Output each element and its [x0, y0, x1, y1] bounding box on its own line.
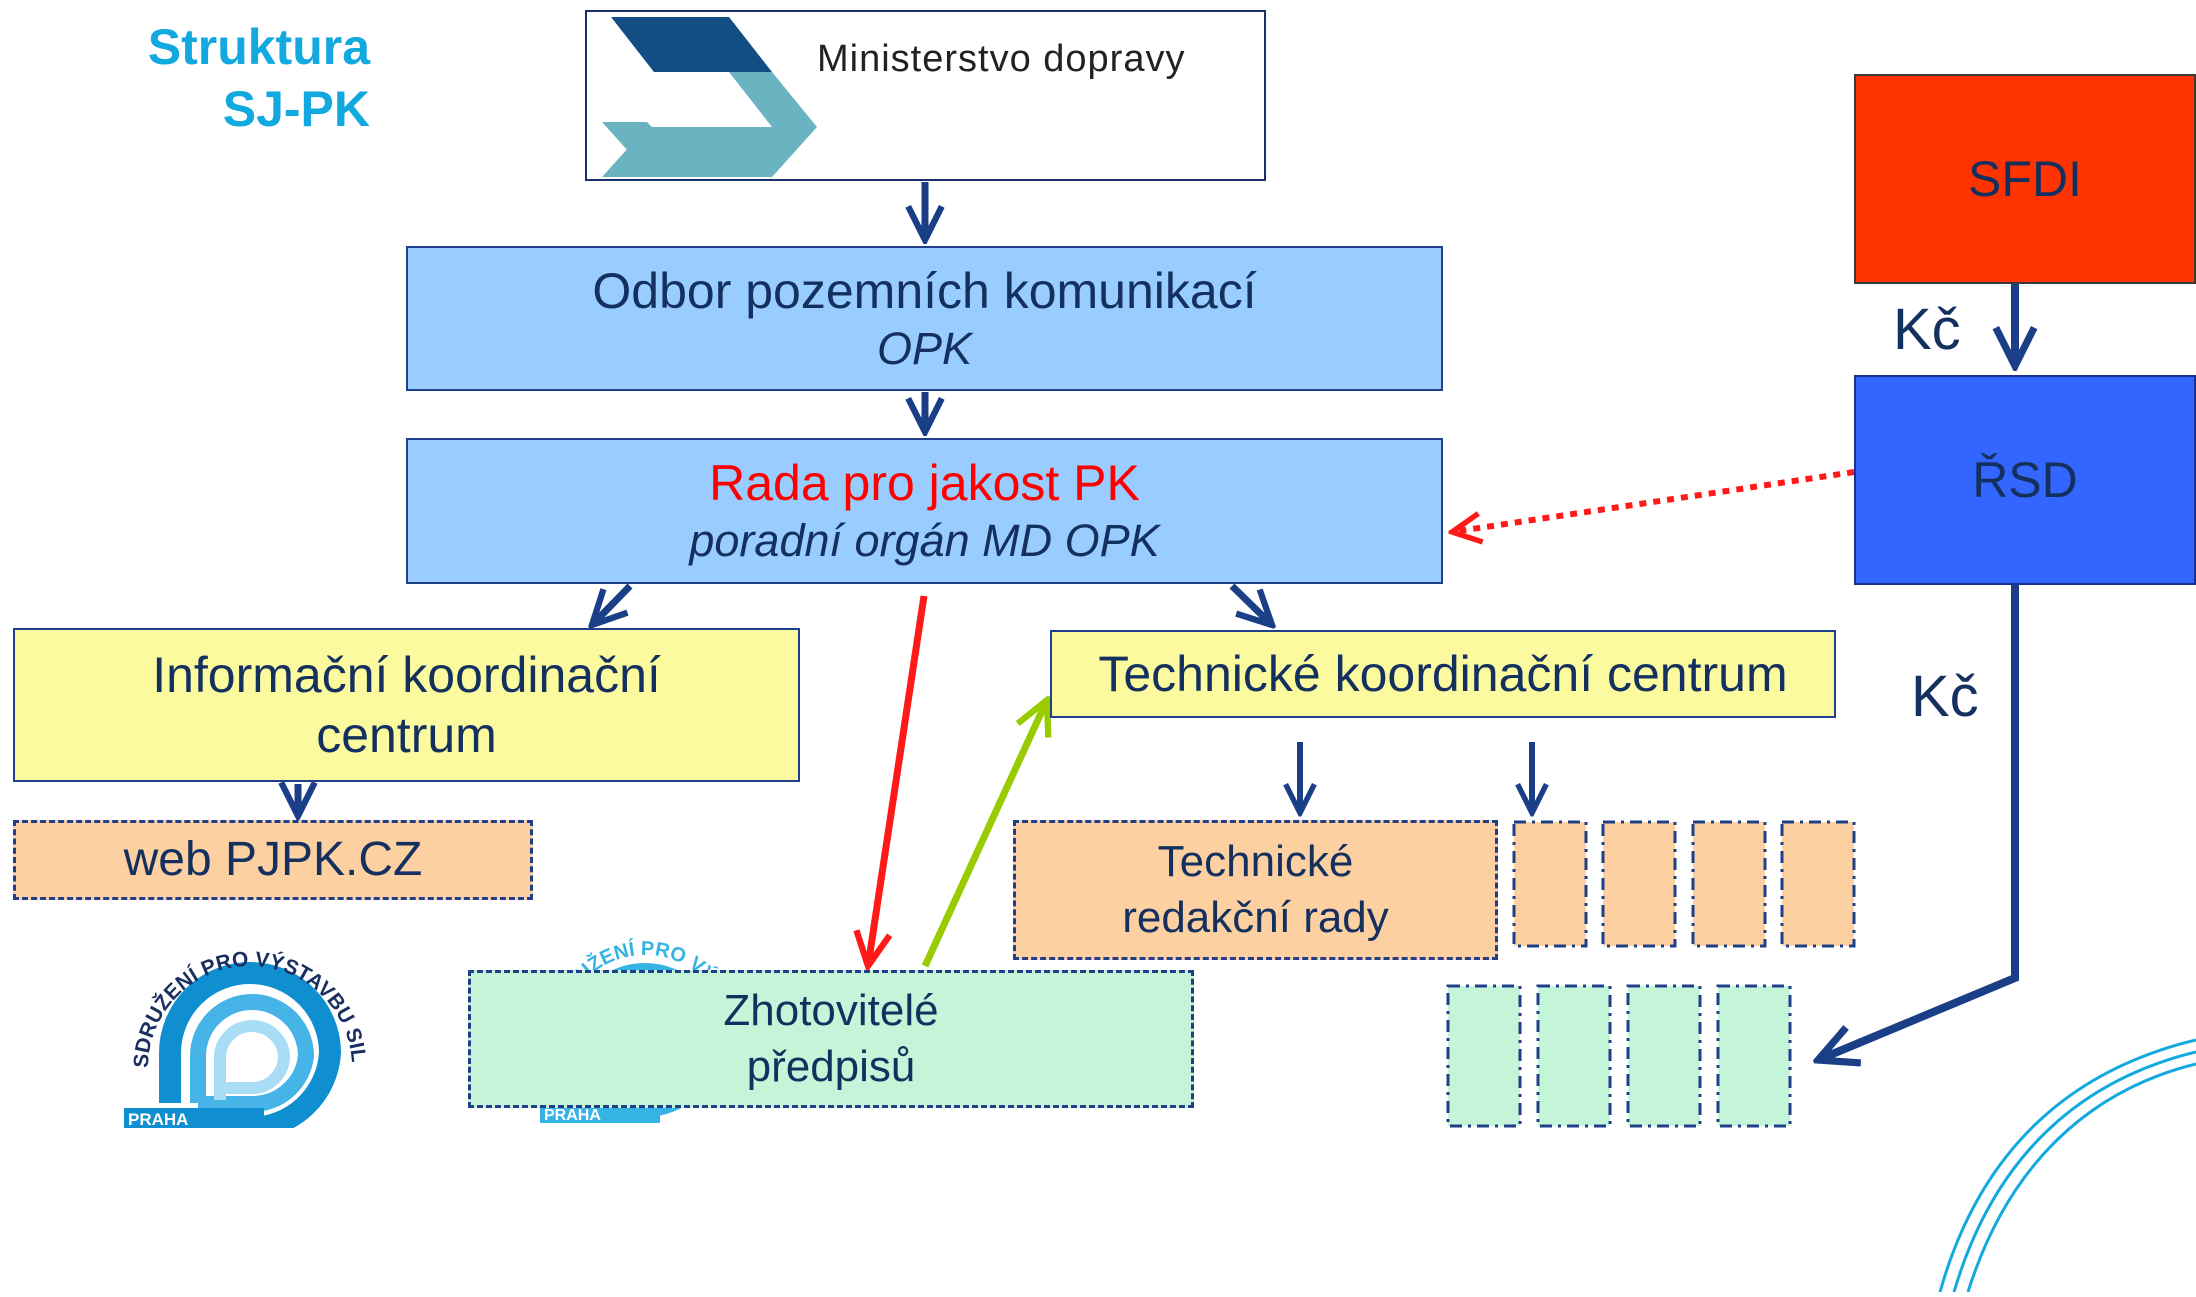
tr-line2: redakční rady: [1122, 893, 1389, 942]
opk-box: Odbor pozemních komunikací OPK: [406, 246, 1443, 391]
ikc-line1: Informační koordinační: [152, 647, 661, 703]
web-label: web PJPK.CZ: [123, 833, 423, 886]
rsd-label: ŘSD: [1972, 452, 2078, 508]
page-title-line1: Struktura: [147, 19, 370, 75]
large-seal-city: PRAHA: [128, 1110, 188, 1128]
opk-subtitle: OPK: [876, 322, 973, 374]
sfdi-box: SFDI: [1854, 74, 2196, 284]
small-green-box-3: [1626, 984, 1702, 1128]
kc-label-top: Kč: [1893, 297, 1961, 362]
decorative-arcs: [1920, 1030, 2196, 1293]
arrow-rada-to-ikc: [592, 583, 633, 625]
large-seal-icon: SDRUŽENÍ PRO VÝSTAVBU SILNIC PRAHA: [112, 900, 370, 1140]
arrow-rada-to-tkc: [1229, 583, 1272, 625]
ministry-emblem-icon: [602, 17, 817, 177]
rada-title: Rada pro jakost PK: [709, 455, 1140, 511]
ikc-line2: centrum: [316, 707, 497, 763]
small-orange-box-1: [1512, 820, 1588, 948]
tr-line1: Technické: [1157, 837, 1354, 886]
small-orange-box-2: [1601, 820, 1677, 948]
small-orange-box-3: [1691, 820, 1767, 948]
page-title: Struktura SJ-PK: [110, 16, 370, 140]
ikc-box: Informační koordinační centrum: [13, 628, 800, 782]
sfdi-label: SFDI: [1968, 151, 2082, 207]
rsd-box: ŘSD: [1854, 375, 2196, 585]
arrow-rsd-to-rada-dotted: [1452, 469, 1855, 532]
arrow-rada-to-zhotovitele: [868, 595, 928, 966]
kc-label-side: Kč: [1911, 664, 1979, 729]
rada-subtitle: poradní orgán MD OPK: [689, 515, 1160, 566]
zhotovitele-line1: Zhotovitelé: [723, 986, 939, 1035]
small-seal-city: PRAHA: [544, 1107, 601, 1124]
small-orange-box-4: [1780, 820, 1856, 948]
technical-editorial-boards-box: Technické redakční rady: [1013, 820, 1498, 960]
arrow-rsd-to-green-boxes: [1818, 585, 2019, 1060]
web-box: web PJPK.CZ: [13, 820, 533, 900]
decorative-arcs-icon: [1938, 1038, 2196, 1293]
small-green-box-1: [1446, 984, 1522, 1128]
tkc-box: Technické koordinační centrum: [1050, 630, 1836, 718]
ministry-logo-text: Ministerstvo dopravy: [817, 38, 1186, 80]
arrow-zhotovitele-to-tkc: [921, 700, 1047, 968]
opk-title: Odbor pozemních komunikací: [592, 262, 1257, 319]
zhotovitele-line2: předpisů: [746, 1042, 916, 1091]
tkc-label: Technické koordinační centrum: [1098, 646, 1788, 702]
ministry-logo: Ministerstvo dopravy: [585, 10, 1266, 181]
small-green-box-2: [1536, 984, 1612, 1128]
small-green-box-4: [1716, 984, 1792, 1128]
page-title-line2: SJ-PK: [222, 81, 370, 137]
large-seal-logo: SDRUŽENÍ PRO VÝSTAVBU SILNIC PRAHA: [112, 900, 380, 1140]
rada-box: Rada pro jakost PK poradní orgán MD OPK: [406, 438, 1443, 584]
zhotovitele-box: Zhotovitelé předpisů: [468, 970, 1194, 1108]
